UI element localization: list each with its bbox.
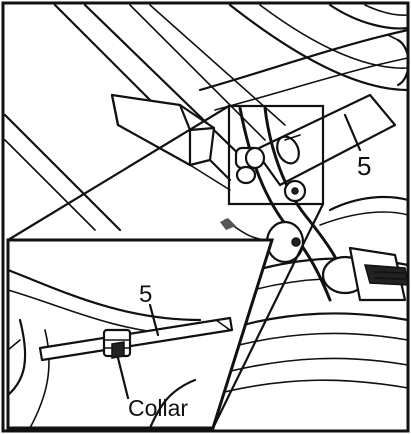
pivot-hardware: [234, 146, 307, 203]
callout-inset-part-5: 5: [139, 281, 152, 308]
inset-panel: [6, 238, 275, 430]
callout-5-main-leader: [343, 113, 362, 152]
arm-part-5: [253, 93, 397, 187]
detail-frame: [227, 104, 325, 206]
callout-5-inset-leader: [148, 303, 160, 337]
callout-main-part-5: 5: [357, 151, 371, 181]
callout-collar: Collar: [128, 395, 188, 421]
lower-pivot: [220, 218, 409, 302]
zoom-leader-right: [211, 202, 325, 430]
zoom-leader-left: [6, 104, 231, 242]
